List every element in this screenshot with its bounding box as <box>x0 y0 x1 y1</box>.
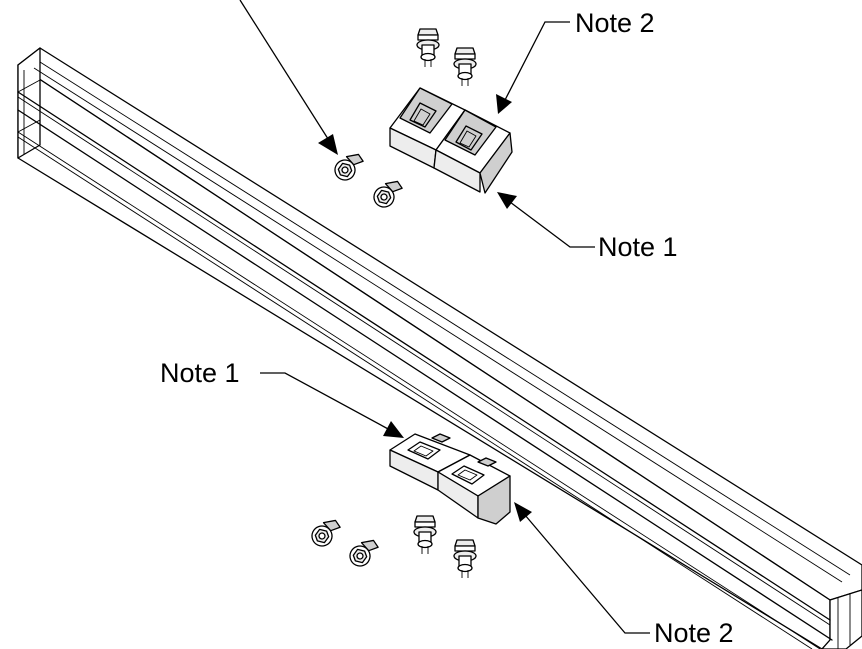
fastener-top-1 <box>416 28 440 67</box>
bottom-corner-brackets <box>389 433 511 525</box>
fasteners <box>311 28 477 578</box>
fastener-bottom-3 <box>413 515 437 554</box>
leader-lines <box>239 0 650 634</box>
leader-bottom-note2 <box>514 502 650 634</box>
leader-bottom-note1 <box>260 372 404 438</box>
callout-top-note2: Note 2 <box>575 8 655 38</box>
fastener-bottom-4 <box>453 539 477 578</box>
leader-top-nuts <box>239 0 338 155</box>
fastener-top-4 <box>373 180 403 208</box>
bottom-bracket-right <box>437 454 511 525</box>
fastener-top-3 <box>334 153 364 181</box>
fastener-bottom-1 <box>311 519 341 547</box>
leader-top-note2 <box>496 21 570 114</box>
callout-bottom-note2: Note 2 <box>654 618 734 648</box>
bottom-bracket-left <box>389 433 471 491</box>
callout-bottom-note1: Note 1 <box>160 358 240 388</box>
fastener-top-2 <box>453 47 477 86</box>
top-bracket-right <box>433 109 513 194</box>
extrusion-rail <box>17 47 862 649</box>
top-corner-brackets <box>389 87 513 194</box>
fastener-bottom-2 <box>349 539 379 567</box>
leader-top-note1 <box>497 192 595 248</box>
callout-top-note1: Note 1 <box>598 232 678 262</box>
